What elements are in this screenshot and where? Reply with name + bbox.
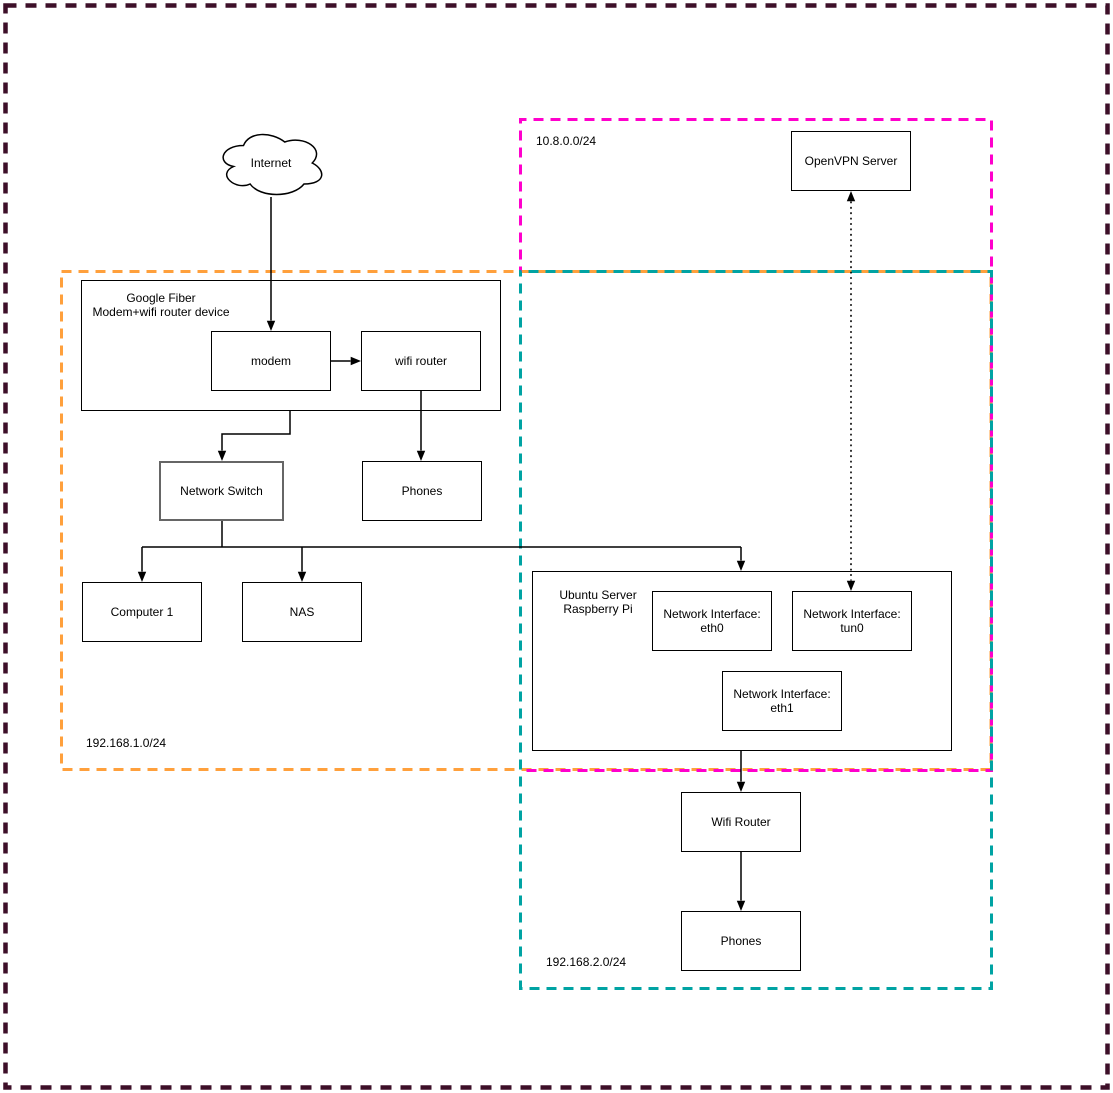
node-computer-1: Computer 1 [82, 582, 202, 642]
google-fiber-container [81, 280, 501, 411]
node-interface-eth0: Network Interface: eth0 [652, 591, 772, 651]
internet-cloud [222, 133, 323, 196]
edge-switch-bus [142, 521, 741, 548]
node-interface-tun0: Network Interface: tun0 [792, 591, 912, 651]
node-modem: modem [211, 331, 331, 391]
internet-cloud-label: Internet [250, 156, 292, 170]
node-wifi-router-fiber: wifi router [361, 331, 481, 391]
edge-switch-nas [297, 547, 307, 582]
node-phones-lan1: Phones [362, 461, 482, 521]
subnet-vpn-label: 10.8.0.0/24 [536, 134, 597, 148]
edge-wifirouter2-phones2 [736, 851, 746, 911]
edge-modem-wifirouter [331, 356, 361, 366]
edge-fiberbox-switch [217, 411, 291, 461]
edge-switch-ubuntu-eth0 [736, 547, 746, 571]
node-wifi-router-lan2: Wifi Router [681, 792, 801, 852]
ubuntu-server-label: Ubuntu Server Raspberry Pi [559, 588, 637, 616]
ubuntu-server-container [532, 571, 952, 751]
node-interface-eth1: Network Interface: eth1 [722, 671, 842, 731]
node-openvpn-server: OpenVPN Server [791, 131, 911, 191]
edge-ubuntu-wifirouter2 [736, 751, 746, 792]
subnet-lan2-label: 192.168.2.0/24 [546, 955, 627, 969]
node-phones-lan2: Phones [681, 911, 801, 971]
outer-boundary [3, 3, 1110, 1090]
node-network-switch: Network Switch [159, 461, 284, 521]
subnet-lan2-boundary [519, 270, 993, 990]
edge-switch-computer1 [137, 547, 147, 582]
google-fiber-label: Google Fiber Modem+wifi router device [92, 291, 230, 319]
node-nas: NAS [242, 582, 362, 642]
subnet-lan1-label: 192.168.1.0/24 [86, 736, 167, 750]
edge-internet-modem [266, 197, 276, 331]
edge-wifirouter-phones [416, 391, 426, 461]
edge-tun0-openvpn-tunnel [846, 191, 856, 591]
